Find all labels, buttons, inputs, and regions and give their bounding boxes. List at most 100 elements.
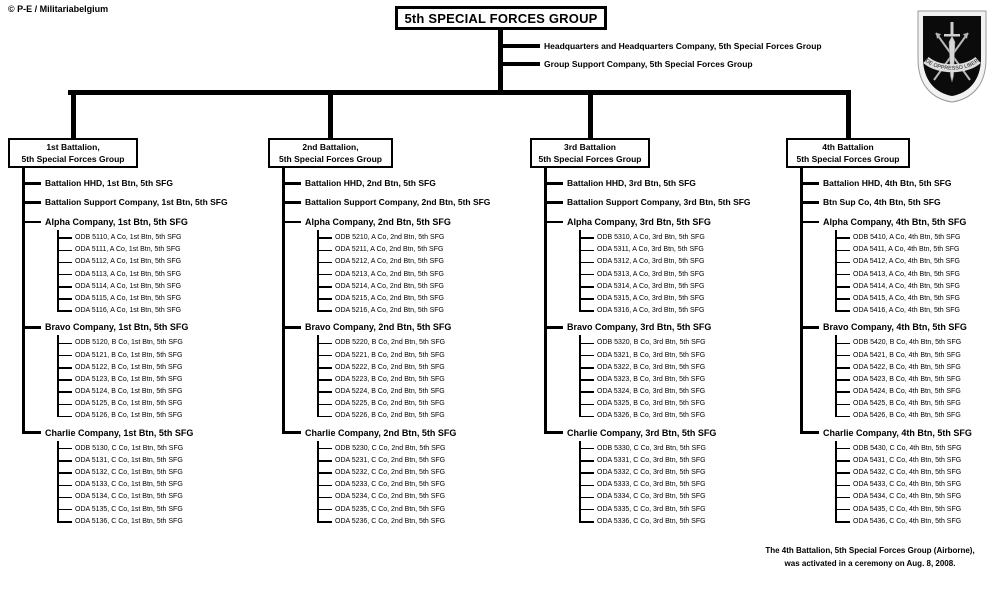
- battalion-box: 2nd Battalion,5th Special Forces Group: [268, 138, 393, 168]
- team-row: ODA 5226, B Co, 2nd Btn, 5th SFG: [268, 410, 524, 422]
- company-row: Alpha Company, 1st Btn, 5th SFG: [8, 212, 264, 232]
- team-row: ODA 5114, A Co, 1st Btn, 5th SFG: [8, 281, 264, 293]
- team-row: ODA 5112, A Co, 1st Btn, 5th SFG: [8, 256, 264, 268]
- connector-trunk: [57, 335, 59, 417]
- team-row: ODB 5230, C Co, 2nd Btn, 5th SFG: [268, 443, 524, 455]
- unit-row: Btn Sup Co, 4th Btn, 5th SFG: [786, 193, 1000, 212]
- group-title-box: 5th SPECIAL FORCES GROUP: [395, 6, 607, 30]
- team-label: ODA 5123, B Co, 1st Btn, 5th SFG: [75, 375, 183, 383]
- connector-trunk: [579, 335, 581, 417]
- team-row: ODA 5316, A Co, 3rd Btn, 5th SFG: [530, 305, 786, 317]
- team-row: ODA 5412, A Co, 4th Btn, 5th SFG: [786, 256, 1000, 268]
- team-row: ODA 5311, A Co, 3rd Btn, 5th SFG: [530, 244, 786, 256]
- note-line: was activated in a ceremony on Aug. 8, 2…: [784, 559, 956, 568]
- team-label: ODA 5212, A Co, 2nd Btn, 5th SFG: [335, 258, 444, 266]
- team-row: ODA 5312, A Co, 3rd Btn, 5th SFG: [530, 256, 786, 268]
- team-label: ODA 5112, A Co, 1st Btn, 5th SFG: [75, 258, 182, 266]
- team-label: ODA 5324, B Co, 3rd Btn, 5th SFG: [597, 388, 706, 396]
- team-row: ODA 5335, C Co, 3rd Btn, 5th SFG: [530, 504, 786, 516]
- battalion-name-line: 3rd Battalion: [564, 142, 616, 152]
- team-row: ODA 5115, A Co, 1st Btn, 5th SFG: [8, 293, 264, 305]
- team-label: ODB 5110, A Co, 1st Btn, 5th SFG: [75, 234, 182, 241]
- team-row: ODA 5323, B Co, 3rd Btn, 5th SFG: [530, 374, 786, 386]
- team-row: ODB 5220, B Co, 2nd Btn, 5th SFG: [268, 337, 524, 349]
- team-label: ODA 5122, B Co, 1st Btn, 5th SFG: [75, 363, 183, 371]
- company-row: Charlie Company, 3rd Btn, 5th SFG: [530, 423, 786, 443]
- team-label: ODA 5313, A Co, 3rd Btn, 5th SFG: [597, 270, 705, 278]
- activation-note: The 4th Battalion, 5th Special Forces Gr…: [742, 544, 998, 570]
- team-label: ODB 5420, B Co, 4th Btn, 5th SFG: [853, 339, 962, 347]
- team-row: ODA 5134, C Co, 1st Btn, 5th SFG: [8, 491, 264, 503]
- team-label: ODA 5215, A Co, 2nd Btn, 5th SFG: [335, 294, 444, 302]
- team-row: ODA 5214, A Co, 2nd Btn, 5th SFG: [268, 281, 524, 293]
- connector-trunk: [835, 440, 837, 522]
- team-label: ODA 5235, C Co, 2nd Btn, 5th SFG: [335, 505, 446, 513]
- team-row: ODA 5111, A Co, 1st Btn, 5th SFG: [8, 244, 264, 256]
- company-row: Bravo Company, 4th Btn, 5th SFG: [786, 317, 1000, 337]
- company-label: Alpha Company, 1st Btn, 5th SFG: [45, 217, 188, 227]
- team-label: ODA 5432, C Co, 4th Btn, 5th SFG: [853, 469, 962, 476]
- unit-row: Battalion Support Company, 2nd Btn, 5th …: [268, 193, 524, 212]
- company-label: Alpha Company, 2nd Btn, 5th SFG: [305, 217, 451, 227]
- team-row: ODA 5325, B Co, 3rd Btn, 5th SFG: [530, 398, 786, 410]
- team-row: ODA 5225, B Co, 2nd Btn, 5th SFG: [268, 398, 524, 410]
- team-row: ODA 5223, B Co, 2nd Btn, 5th SFG: [268, 374, 524, 386]
- team-label: ODA 5233, C Co, 2nd Btn, 5th SFG: [335, 481, 446, 489]
- company-row: Charlie Company, 1st Btn, 5th SFG: [8, 423, 264, 443]
- team-label: ODA 5131, C Co, 1st Btn, 5th SFG: [75, 456, 183, 464]
- company-label: Charlie Company, 2nd Btn, 5th SFG: [305, 427, 457, 438]
- team-row: ODA 5222, B Co, 2nd Btn, 5th SFG: [268, 362, 524, 374]
- team-row: ODA 5333, C Co, 3rd Btn, 5th SFG: [530, 479, 786, 491]
- team-label: ODA 5111, A Co, 1st Btn, 5th SFG: [75, 246, 181, 254]
- team-row: ODA 5324, B Co, 3rd Btn, 5th SFG: [530, 386, 786, 398]
- connector-trunk: [579, 230, 581, 311]
- team-row: ODB 5410, A Co, 4th Btn, 5th SFG: [786, 232, 1000, 244]
- team-row: ODA 5215, A Co, 2nd Btn, 5th SFG: [268, 293, 524, 305]
- team-label: ODA 5126, B Co, 1st Btn, 5th SFG: [75, 412, 183, 420]
- company-label: Charlie Company, 4th Btn, 5th SFG: [823, 427, 972, 438]
- connector-line: [68, 90, 851, 95]
- team-label: ODA 5411, A Co, 4th Btn, 5th SFG: [853, 246, 960, 254]
- connector-line: [500, 62, 540, 66]
- team-row: ODA 5121, B Co, 1st Btn, 5th SFG: [8, 350, 264, 362]
- team-label: ODA 5114, A Co, 1st Btn, 5th SFG: [75, 282, 182, 290]
- company-row: Bravo Company, 2nd Btn, 5th SFG: [268, 317, 524, 337]
- unit-row: Battalion Support Company, 1st Btn, 5th …: [8, 193, 264, 212]
- team-label: ODA 5414, A Co, 4th Btn, 5th SFG: [853, 282, 961, 290]
- unit-row: Battalion Support Company, 3rd Btn, 5th …: [530, 193, 786, 212]
- team-label: ODA 5334, C Co, 3rd Btn, 5th SFG: [597, 493, 706, 501]
- team-row: ODA 5116, A Co, 1st Btn, 5th SFG: [8, 305, 264, 317]
- battalion-name-line: 5th Special Forces Group: [279, 154, 382, 164]
- team-row: ODA 5221, B Co, 2nd Btn, 5th SFG: [268, 350, 524, 362]
- team-label: ODA 5223, B Co, 2nd Btn, 5th SFG: [335, 375, 445, 383]
- team-label: ODA 5232, C Co, 2nd Btn, 5th SFG: [335, 469, 446, 476]
- company-label: Bravo Company, 2nd Btn, 5th SFG: [305, 322, 452, 333]
- connector-trunk: [317, 440, 319, 522]
- team-row: ODB 5310, A Co, 3rd Btn, 5th SFG: [530, 232, 786, 244]
- copyright-text: © P-E / Militariabelgium: [8, 4, 109, 14]
- team-row: ODA 5212, A Co, 2nd Btn, 5th SFG: [268, 256, 524, 268]
- team-row: ODA 5122, B Co, 1st Btn, 5th SFG: [8, 362, 264, 374]
- team-row: ODA 5234, C Co, 2nd Btn, 5th SFG: [268, 491, 524, 503]
- team-row: ODA 5424, B Co, 4th Btn, 5th SFG: [786, 386, 1000, 398]
- unit-row: Battalion HHD, 3rd Btn, 5th SFG: [530, 174, 786, 193]
- team-row: ODA 5413, A Co, 4th Btn, 5th SFG: [786, 269, 1000, 281]
- team-row: ODA 5336, C Co, 3rd Btn, 5th SFG: [530, 516, 786, 528]
- team-row: ODA 5235, C Co, 2nd Btn, 5th SFG: [268, 504, 524, 516]
- team-row: ODB 5320, B Co, 3rd Btn, 5th SFG: [530, 337, 786, 349]
- team-label: ODA 5134, C Co, 1st Btn, 5th SFG: [75, 493, 183, 501]
- team-row: ODA 5415, A Co, 4th Btn, 5th SFG: [786, 293, 1000, 305]
- battalion-name-line: 5th Special Forces Group: [21, 154, 125, 164]
- team-label: ODA 5216, A Co, 2nd Btn, 5th SFG: [335, 307, 444, 315]
- connector-trunk: [579, 440, 581, 522]
- team-row: ODA 5414, A Co, 4th Btn, 5th SFG: [786, 281, 1000, 293]
- team-label: ODA 5221, B Co, 2nd Btn, 5th SFG: [335, 351, 445, 359]
- team-label: ODA 5132, C Co, 1st Btn, 5th SFG: [75, 469, 183, 476]
- company-label: Alpha Company, 3rd Btn, 5th SFG: [567, 217, 711, 227]
- team-label: ODA 5326, B Co, 3rd Btn, 5th SFG: [597, 412, 706, 420]
- team-label: ODA 5316, A Co, 3rd Btn, 5th SFG: [597, 307, 705, 315]
